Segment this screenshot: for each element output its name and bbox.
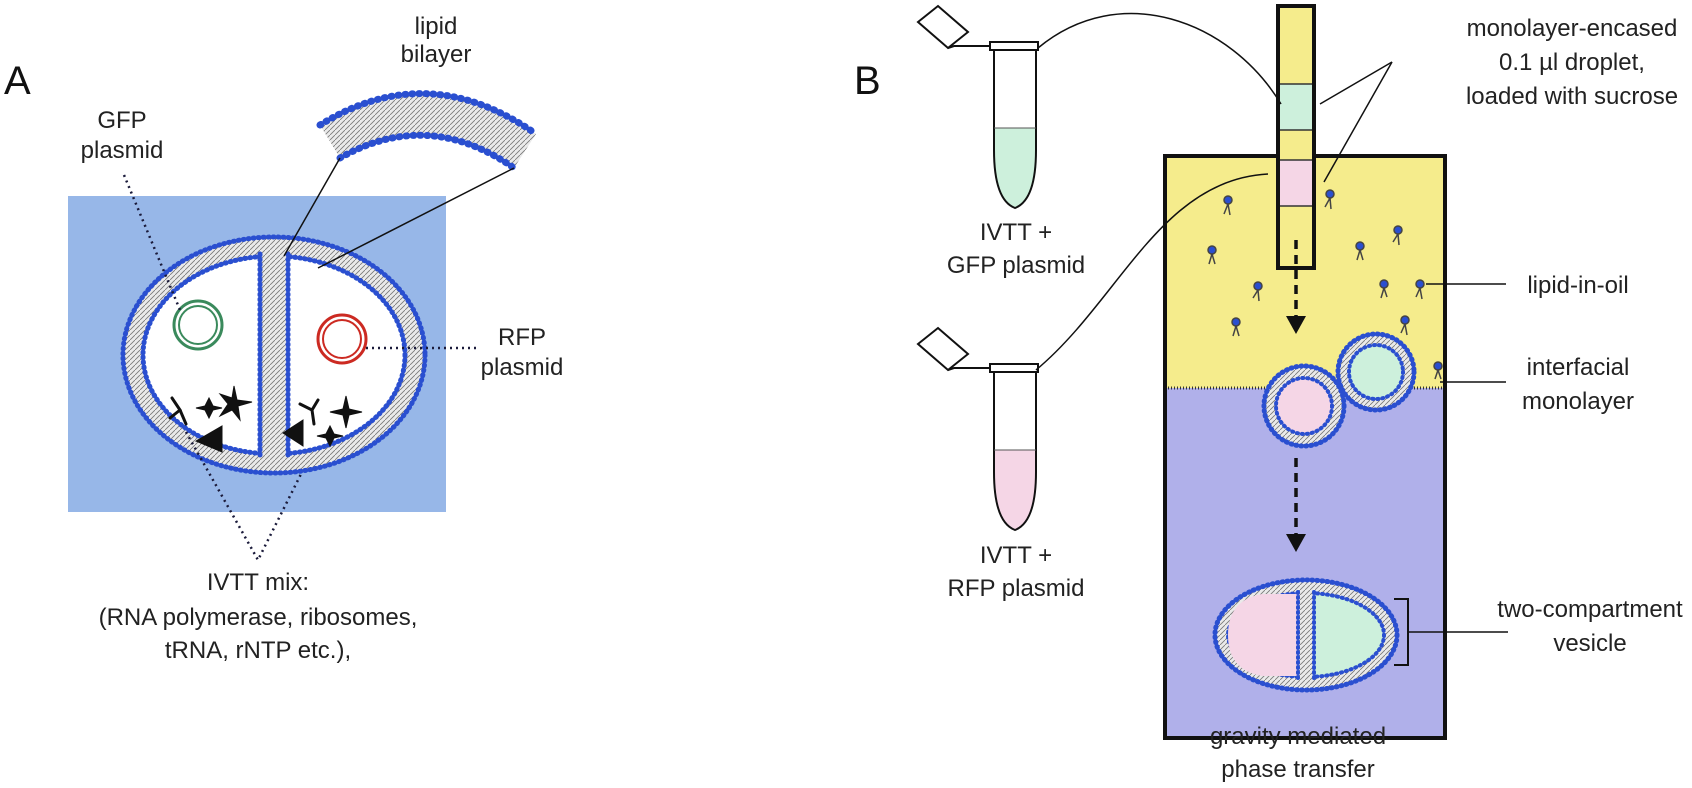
bilayer-zoom-line-left <box>283 157 341 257</box>
gfp-tube-icon <box>916 4 1039 210</box>
panel-b-leaders <box>1319 61 1508 633</box>
interfacial-label-2: monolayer <box>1522 388 1634 415</box>
droplet-label-3: loaded with sucrose <box>1466 83 1678 110</box>
gfp-tube-label-2: GFP plasmid <box>947 252 1085 279</box>
vesicle-a <box>120 234 428 476</box>
gfp-plasmid-icon <box>172 299 224 351</box>
two-compartment-vesicle-icon <box>1212 577 1400 693</box>
lipid-in-oil-label: lipid-in-oil <box>1527 272 1628 299</box>
ivtt-mix-label-1: IVTT mix: <box>207 569 309 596</box>
rfp-plasmid-label-1: RFP <box>498 324 546 351</box>
gfp-plasmid-label-2: plasmid <box>81 137 164 164</box>
bilayer-zoom-line-right <box>317 167 515 269</box>
gfp-tube-label-1: IVTT + <box>980 219 1052 246</box>
panel-b-letter: B <box>854 59 881 103</box>
rfp-plasmid-icon <box>316 313 368 365</box>
panel-a-letter: A <box>4 59 31 103</box>
gravity-label-2: phase transfer <box>1221 756 1374 783</box>
gfp-transfer-line <box>1037 12 1282 105</box>
rfp-tube-icon <box>916 326 1039 532</box>
gravity-label-1: gravity mediated <box>1210 723 1386 750</box>
lipid-in-oil-molecules <box>1207 189 1443 380</box>
lipid-bilayer-icon <box>316 90 540 172</box>
two-compartment-label-1: two-compartment <box>1497 596 1683 623</box>
lipid-bilayer-label-1: lipid <box>415 13 458 40</box>
ivtt-molecules-left-icon <box>168 385 253 453</box>
gravity-arrow-lower <box>1286 458 1306 552</box>
rfp-transfer-line <box>1035 173 1269 371</box>
lipid-bilayer-label-2: bilayer <box>401 41 472 68</box>
rfp-tube-label-1: IVTT + <box>980 542 1052 569</box>
panel-a-leaders <box>122 174 480 563</box>
gravity-arrow-upper <box>1286 240 1306 334</box>
two-compartment-label-2: vesicle <box>1553 630 1626 657</box>
ivtt-molecules-right-icon <box>282 395 363 448</box>
gfp-plasmid-label-1: GFP <box>97 107 146 134</box>
interfacial-label-1: interfacial <box>1527 354 1630 381</box>
droplet-label-2: 0.1 µl droplet, <box>1499 49 1645 76</box>
droplet-column-icon <box>1276 4 1316 270</box>
rfp-plasmid-label-2: plasmid <box>481 354 564 381</box>
ivtt-mix-label-2: (RNA polymerase, ribosomes, <box>99 604 418 631</box>
droplet-label-1: monolayer-encased <box>1467 15 1678 42</box>
pink-droplet-icon <box>1261 363 1347 449</box>
rfp-tube-label-2: RFP plasmid <box>948 575 1085 602</box>
ivtt-mix-label-3: tRNA, rNTP etc.), <box>165 637 351 664</box>
green-droplet-icon <box>1335 331 1417 413</box>
